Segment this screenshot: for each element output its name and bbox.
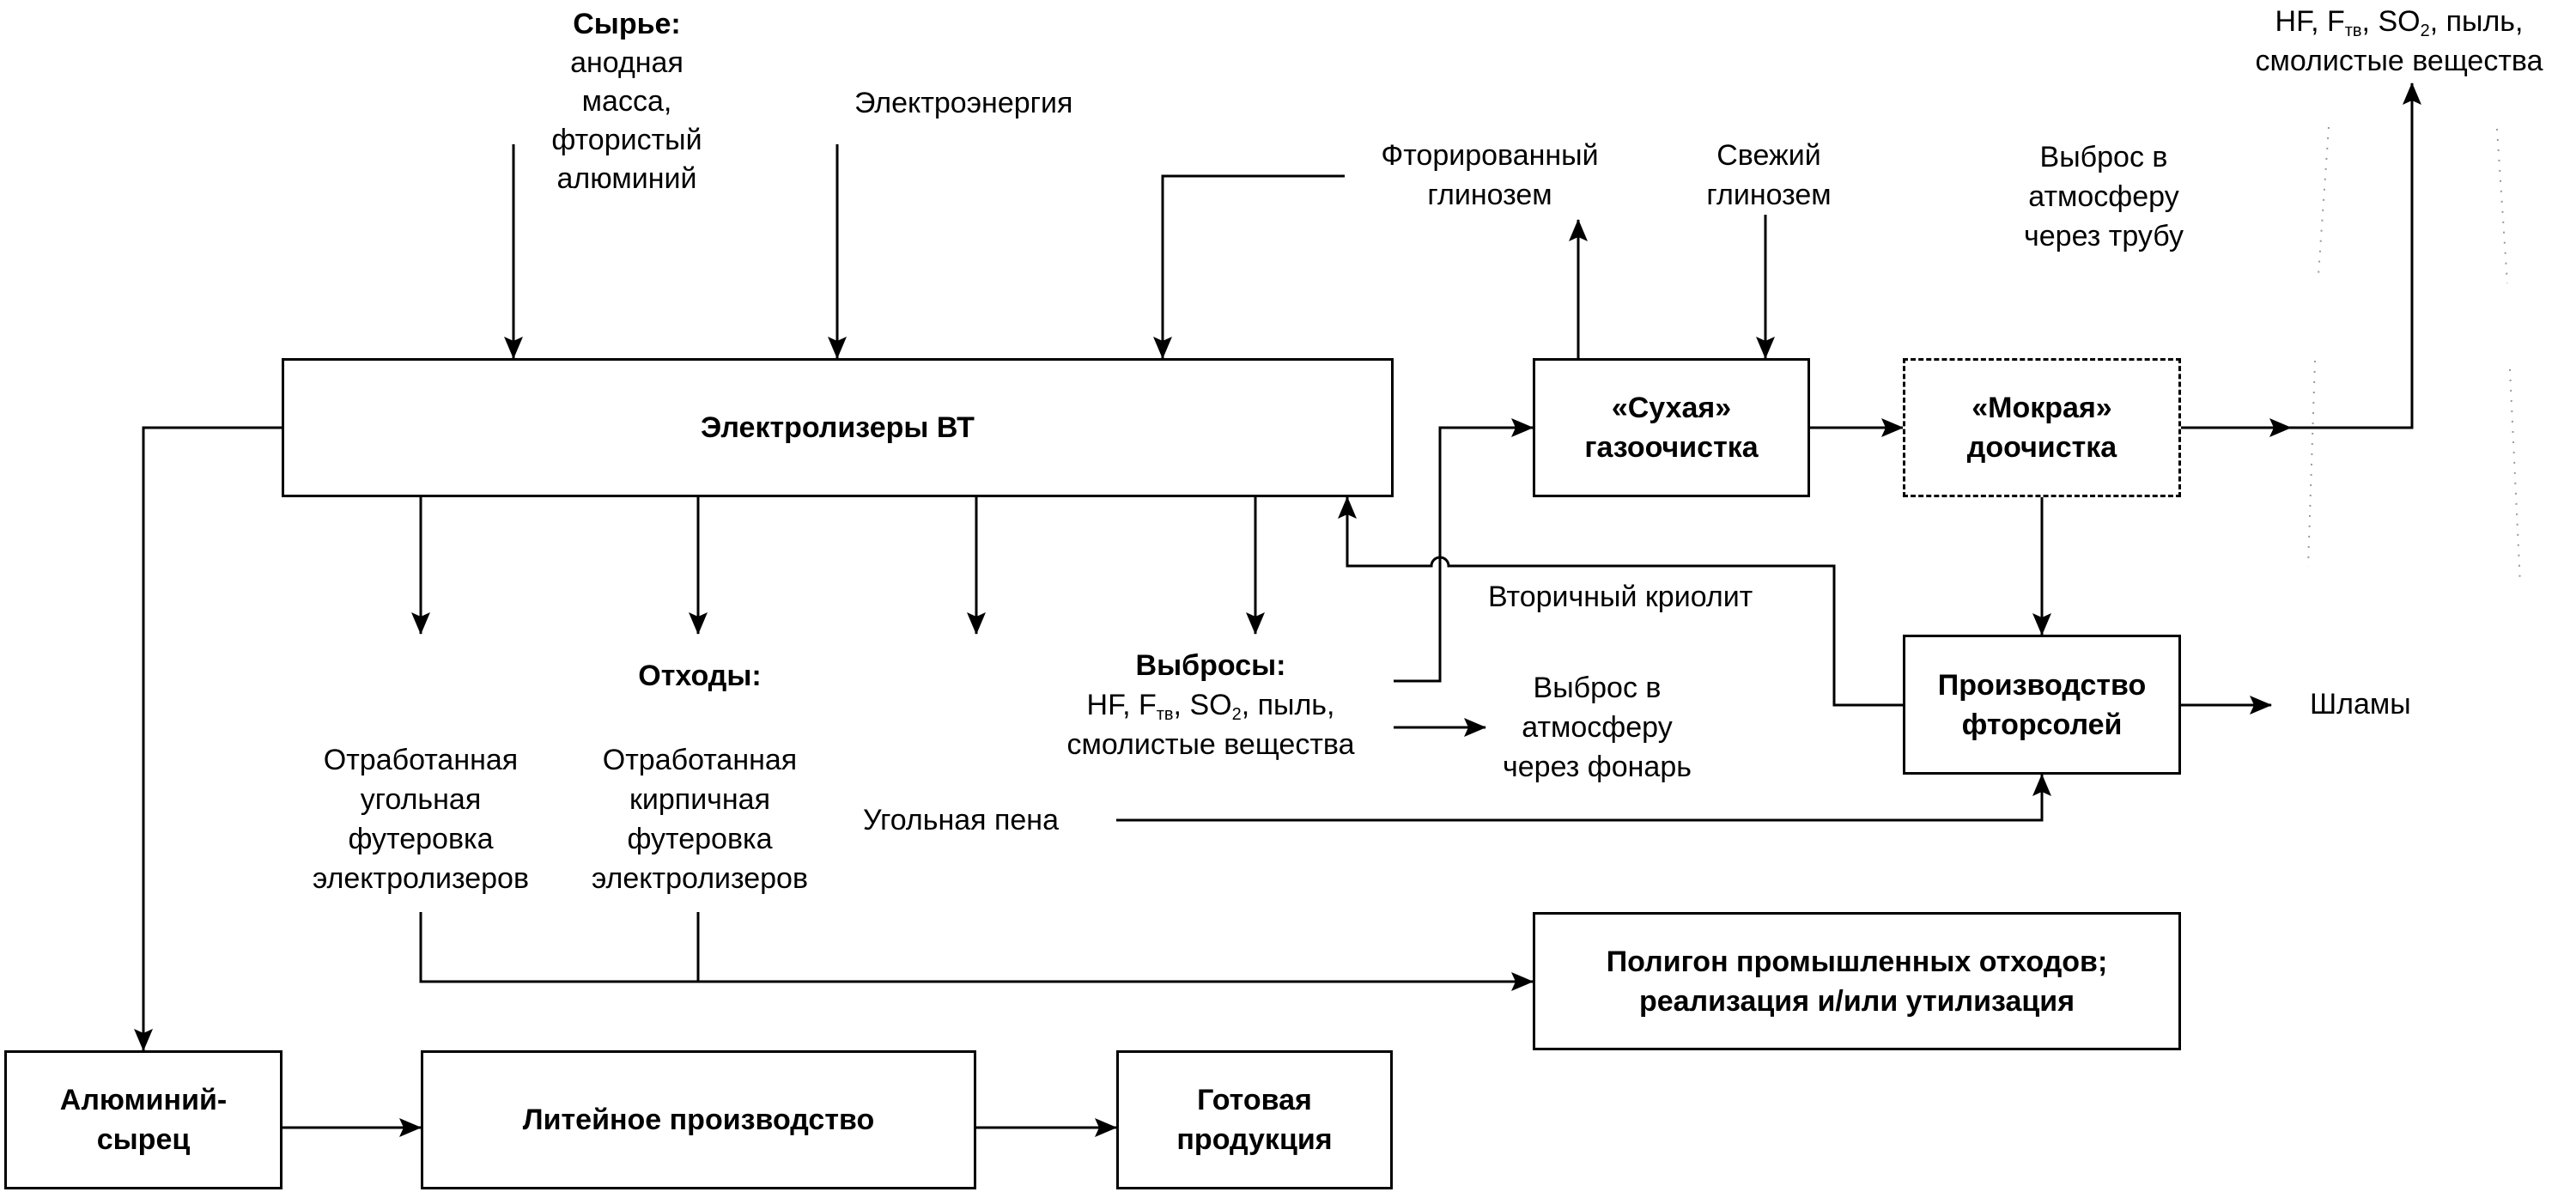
dry-cleaning-label-2: газоочистка: [1584, 431, 1759, 464]
sludge-text: Шламы: [2310, 688, 2411, 721]
fresh-alumina-label: Свежий глинозем: [1683, 136, 1855, 215]
arrow-electrolyzers-to-raw-aluminum: [134, 426, 282, 1051]
raw-aluminum-box: Алюминий- сырец: [4, 1050, 283, 1189]
emissions-line-1: HF, Fтв, SO2, пыль,: [1086, 689, 1335, 724]
chimney-outline: [2307, 126, 2521, 585]
carbon-lining-line: электролизеров: [312, 862, 530, 895]
waste-title: Отходы:: [601, 656, 799, 696]
raw-aluminum-label-1: Алюминий-: [59, 1084, 228, 1116]
foundry-box: Литейное производство: [421, 1050, 976, 1189]
brick-lining-label: Отработанная кирпичная футеровка электро…: [571, 740, 829, 898]
electrolyzers-box: Электролизеры ВТ: [282, 358, 1394, 497]
raw-materials-line: алюминий: [556, 162, 697, 195]
waste-title-text: Отходы:: [638, 660, 762, 692]
raw-materials-line: масса,: [581, 85, 672, 118]
fresh-alumina-line: Свежий: [1716, 139, 1821, 172]
carbon-foam-label: Угольная пена: [863, 800, 1059, 840]
finished-product-label-2: продукция: [1176, 1123, 1333, 1156]
emissions-line-2: смолистые вещества: [1066, 728, 1355, 761]
fluoride-salts-label-2: фторсолей: [1961, 708, 2123, 741]
stack-release-label: Выброс в атмосферу через трубу: [2001, 137, 2207, 256]
lantern-release-line: атмосферу: [1522, 711, 1673, 744]
finished-product-box: Готовая продукция: [1116, 1050, 1393, 1189]
line-stack-up: [2291, 82, 2421, 429]
fluorinated-alumina-line: глинозем: [1427, 179, 1552, 211]
carbon-lining-line: Отработанная: [323, 744, 519, 776]
arrow-carbon-foam-to-fluoride-salts: [1116, 774, 2051, 822]
brick-lining-line: футеровка: [627, 823, 773, 855]
arrow-emissions-to-dry-cleaning: [1394, 418, 1534, 683]
stack-emissions-line-1: HF, Fтв, SO2, пыль,: [2275, 5, 2524, 40]
landfill-box: Полигон промышленных отходов; реализация…: [1533, 912, 2181, 1050]
raw-materials-line: анодная: [570, 46, 683, 79]
lantern-release-line: через фонарь: [1503, 751, 1692, 783]
raw-materials-label: Сырье: анодная масса, фтористый алюминий: [532, 5, 721, 198]
lantern-release-line: Выброс в: [1533, 672, 1662, 704]
brick-lining-line: Отработанная: [602, 744, 798, 776]
stack-emissions-line-2: смолистые вещества: [2255, 45, 2543, 77]
electricity-label: Электроэнергия: [854, 83, 1072, 123]
sludge-label: Шламы: [2310, 684, 2411, 724]
arrow-fluorinated-alumina-to-electrolyzers: [1153, 174, 1345, 359]
carbon-lining-label: Отработанная угольная футеровка электрол…: [292, 740, 550, 898]
wet-cleaning-label-1: «Мокрая»: [1971, 392, 2112, 424]
secondary-cryolite-label: Вторичный криолит: [1488, 577, 1753, 617]
fluorinated-alumina-label: Фторированный глинозем: [1357, 136, 1623, 215]
lantern-release-label: Выброс в атмосферу через фонарь: [1494, 668, 1700, 787]
carbon-lining-line: угольная: [360, 783, 482, 816]
stack-release-line: атмосферу: [2028, 180, 2179, 213]
stack-release-line: Выброс в: [2039, 141, 2168, 173]
foundry-label: Литейное производство: [522, 1104, 875, 1136]
dry-cleaning-label-1: «Сухая»: [1611, 392, 1732, 424]
fluoride-salts-label-1: Производство: [1937, 668, 2147, 702]
raw-materials-title: Сырье:: [573, 8, 681, 40]
fluorinated-alumina-line: Фторированный: [1381, 139, 1599, 172]
electricity-text: Электроэнергия: [854, 87, 1073, 119]
stack-release-line: через трубу: [2024, 220, 2184, 252]
fluoride-salts-box: Производство фторсолей: [1903, 635, 2181, 775]
finished-product-label-1: Готовая: [1197, 1084, 1312, 1116]
carbon-foam-text: Угольная пена: [863, 804, 1059, 836]
brick-lining-line: кирпичная: [629, 783, 770, 816]
landfill-label-1: Полигон промышленных отходов;: [1606, 945, 2108, 978]
arrow-waste-to-landfill: [419, 912, 1534, 991]
carbon-lining-line: футеровка: [348, 823, 494, 855]
fresh-alumina-line: глинозем: [1706, 179, 1832, 211]
wet-cleaning-box: «Мокрая» доочистка: [1903, 358, 2181, 497]
brick-lining-line: электролизеров: [591, 862, 809, 895]
raw-aluminum-label-2: сырец: [96, 1123, 191, 1156]
wet-cleaning-label-2: доочистка: [1966, 431, 2117, 464]
electrolyzers-label: Электролизеры ВТ: [701, 411, 975, 444]
stack-emissions-list: HF, Fтв, SO2, пыль, смолистые вещества: [2222, 2, 2576, 81]
emissions-title: Выбросы:: [1135, 649, 1286, 682]
raw-materials-line: фтористый: [551, 124, 702, 156]
secondary-cryolite-text: Вторичный криолит: [1488, 581, 1753, 613]
dry-cleaning-box: «Сухая» газоочистка: [1533, 358, 1810, 497]
emissions-label: Выбросы: HF, Fтв, SO2, пыль, смолистые в…: [1039, 646, 1382, 764]
landfill-label-2: реализация и/или утилизация: [1638, 984, 2075, 1018]
